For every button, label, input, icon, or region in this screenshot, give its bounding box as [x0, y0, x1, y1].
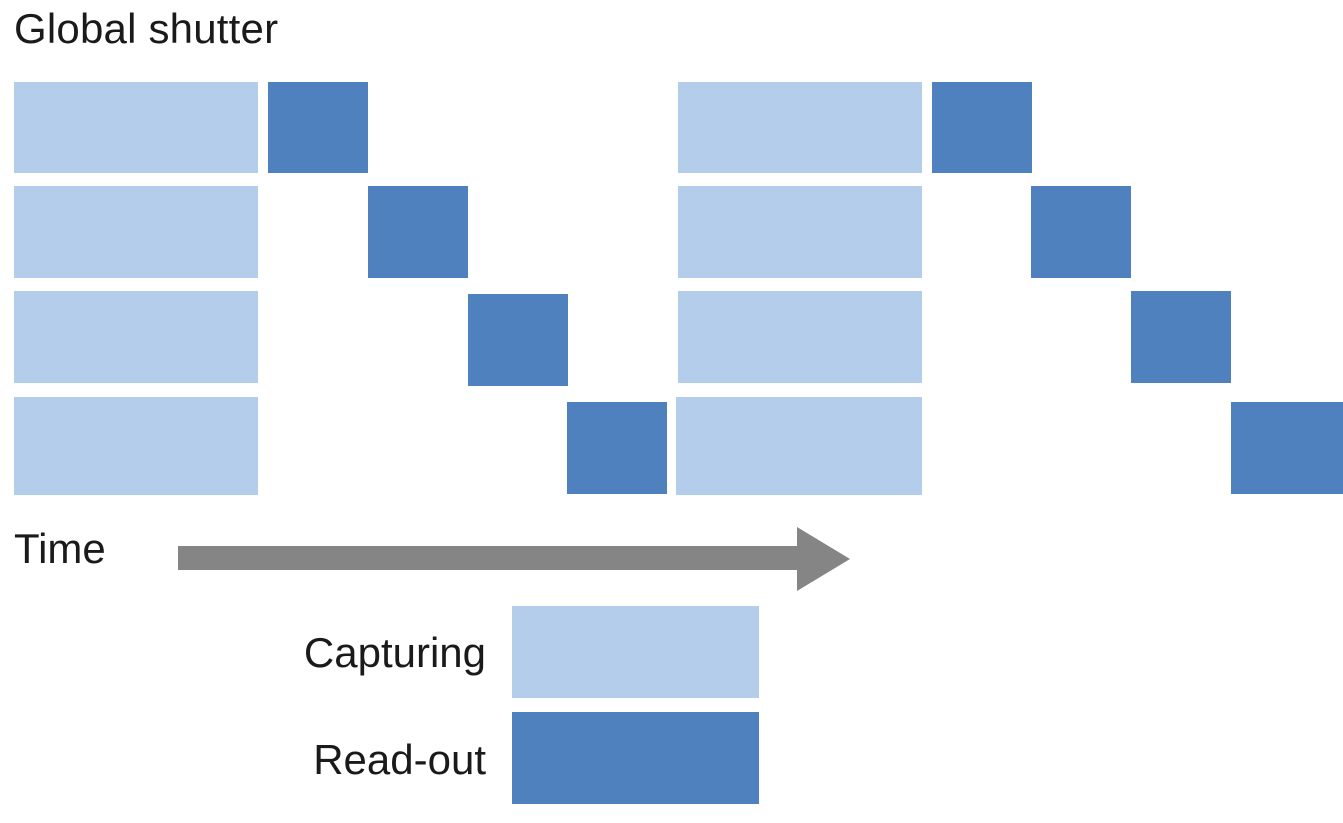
right-arrow-icon — [178, 527, 850, 591]
capturing-bar-row-4-2 — [676, 397, 922, 495]
capturing-bar-row-1-0 — [14, 82, 258, 173]
legend-label-readout: Read-out — [313, 736, 486, 783]
readout-bar-row-4-1 — [567, 402, 667, 494]
capturing-bar-row-4-0 — [14, 397, 258, 495]
capturing-bar-row-1-2 — [678, 82, 922, 173]
time-axis-label: Time — [14, 525, 106, 572]
readout-bar-row-1-3 — [932, 82, 1032, 173]
legend-label-capturing: Capturing — [303, 629, 486, 676]
capturing-swatch — [512, 606, 759, 698]
readout-bar-row-3-1 — [468, 294, 568, 386]
capturing-bar-row-3-0 — [14, 291, 258, 383]
readout-bar-row-1-1 — [268, 82, 368, 173]
capturing-bar-row-2-2 — [678, 186, 922, 278]
time-arrow — [178, 520, 850, 598]
readout-swatch — [512, 712, 759, 804]
readout-bar-row-2-1 — [368, 186, 468, 278]
page-title: Global shutter — [14, 5, 279, 52]
readout-bar-row-2-3 — [1031, 186, 1131, 278]
readout-bar-row-3-3 — [1131, 291, 1231, 383]
capturing-bar-row-3-2 — [678, 291, 922, 383]
capturing-bar-row-2-0 — [14, 186, 258, 278]
readout-bar-row-4-3 — [1231, 402, 1343, 494]
